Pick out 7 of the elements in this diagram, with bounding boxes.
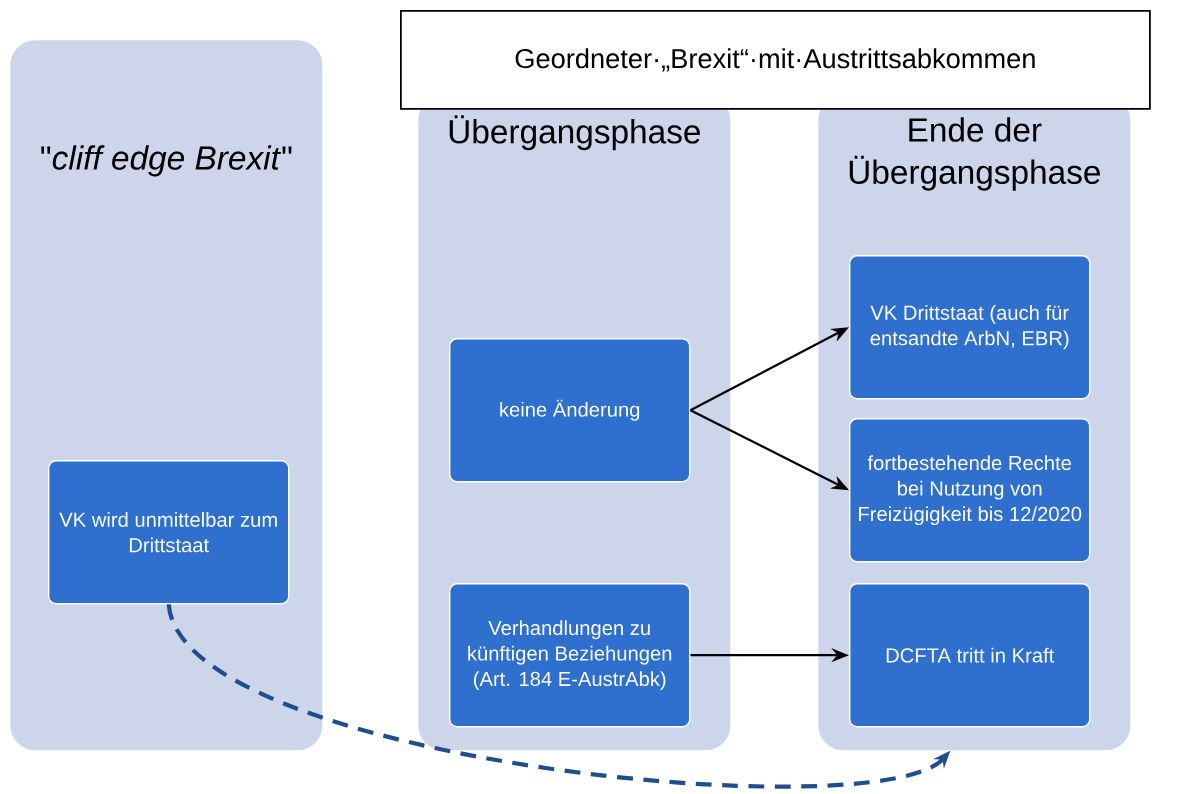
title-box: Geordneter·„Brexit“·mit·Austrittsabkommen: [400, 10, 1151, 110]
process-box: VK wird unmittelbar zum Drittstaat: [48, 460, 290, 605]
process-box: VK Drittstaat (auch für entsandte ArbN, EBR): [849, 255, 1091, 400]
process-box: fortbestehende Rechte bei Nutzung von Freizügigkeit bis 12/2020: [849, 418, 1091, 563]
process-box: keine Änderung: [449, 338, 691, 483]
process-box: Verhandlungen zu künftigen Beziehungen (Art. 184 E-AustrAbk): [449, 583, 691, 728]
process-box: DCFTA tritt in Kraft: [849, 583, 1091, 728]
